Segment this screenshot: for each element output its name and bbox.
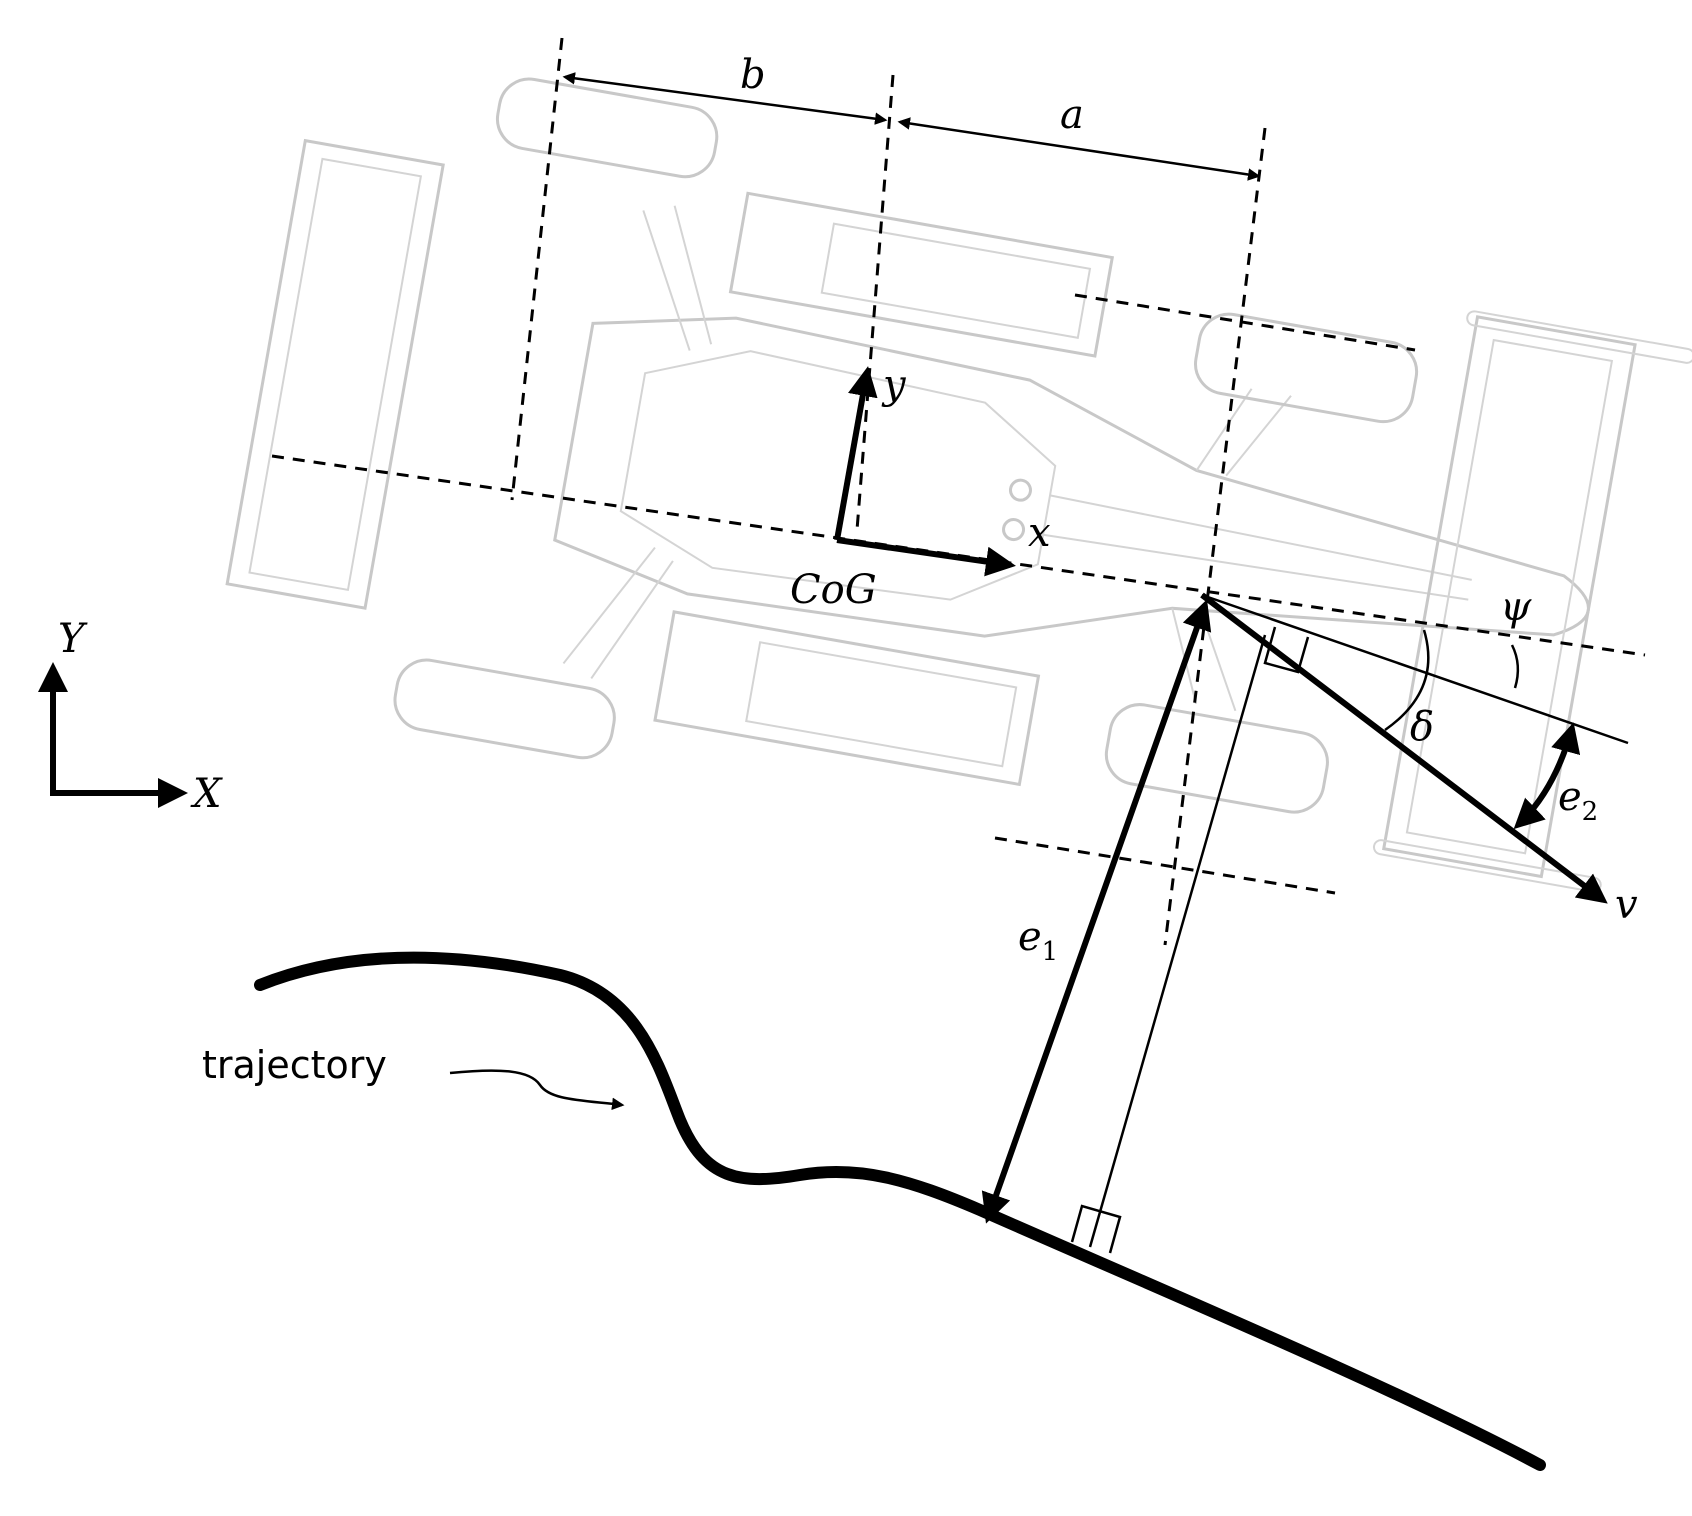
left-sidepod-shape [728, 191, 1115, 358]
front-wheel-heading-line [1201, 593, 1629, 745]
label-a: a [1060, 92, 1084, 138]
label-trajectory: trajectory [202, 1043, 387, 1087]
label-global-Y: Y [58, 616, 88, 662]
front-right-wheel-axis [994, 836, 1336, 895]
label-psi: ψ [1500, 584, 1532, 630]
rear-axle-line [510, 37, 564, 501]
e1-error-arrow [981, 599, 1212, 1224]
front-axle-line [1163, 127, 1267, 946]
reference-lines [271, 37, 1646, 946]
label-y: y [881, 362, 907, 408]
dimension-a-arrow [897, 117, 1261, 181]
cog-vertical-line [855, 74, 895, 531]
label-b: b [740, 52, 766, 98]
race-car-drawing [225, 77, 1692, 893]
right-sidepod-shape [653, 610, 1041, 787]
front-wing-shape [1382, 315, 1637, 879]
front-left-wheel-axis [1074, 293, 1416, 352]
trajectory-pointer-arrow [449, 1069, 625, 1111]
label-x: x [1028, 510, 1051, 556]
delta-angle-arc [1384, 629, 1430, 732]
label-e1: e1 [1018, 914, 1058, 967]
chassis-shape [553, 316, 1590, 638]
dimension-b-arrow [562, 72, 888, 125]
rear-wing-shape [225, 138, 445, 610]
front-left-wheel-shape [1194, 312, 1419, 424]
body-x-axis-arrow [836, 537, 1016, 577]
label-delta: δ [1410, 704, 1434, 750]
e2-error-arrow [1513, 722, 1581, 830]
label-e2: e2 [1558, 774, 1598, 827]
right-angle-marker-bottom [1070, 1204, 1122, 1254]
right-angle-marker-top [1263, 626, 1310, 674]
label-v: v [1615, 882, 1638, 928]
trajectory-path [254, 951, 1546, 1471]
psi-angle-arc [1510, 644, 1520, 689]
perpendicular-line [1088, 634, 1267, 1248]
rear-left-wheel-shape [495, 77, 719, 179]
label-global-X: X [190, 771, 223, 817]
body-y-axis-arrow [834, 366, 878, 541]
label-cog: CoG [790, 567, 877, 613]
rear-right-wheel-shape [393, 658, 616, 760]
